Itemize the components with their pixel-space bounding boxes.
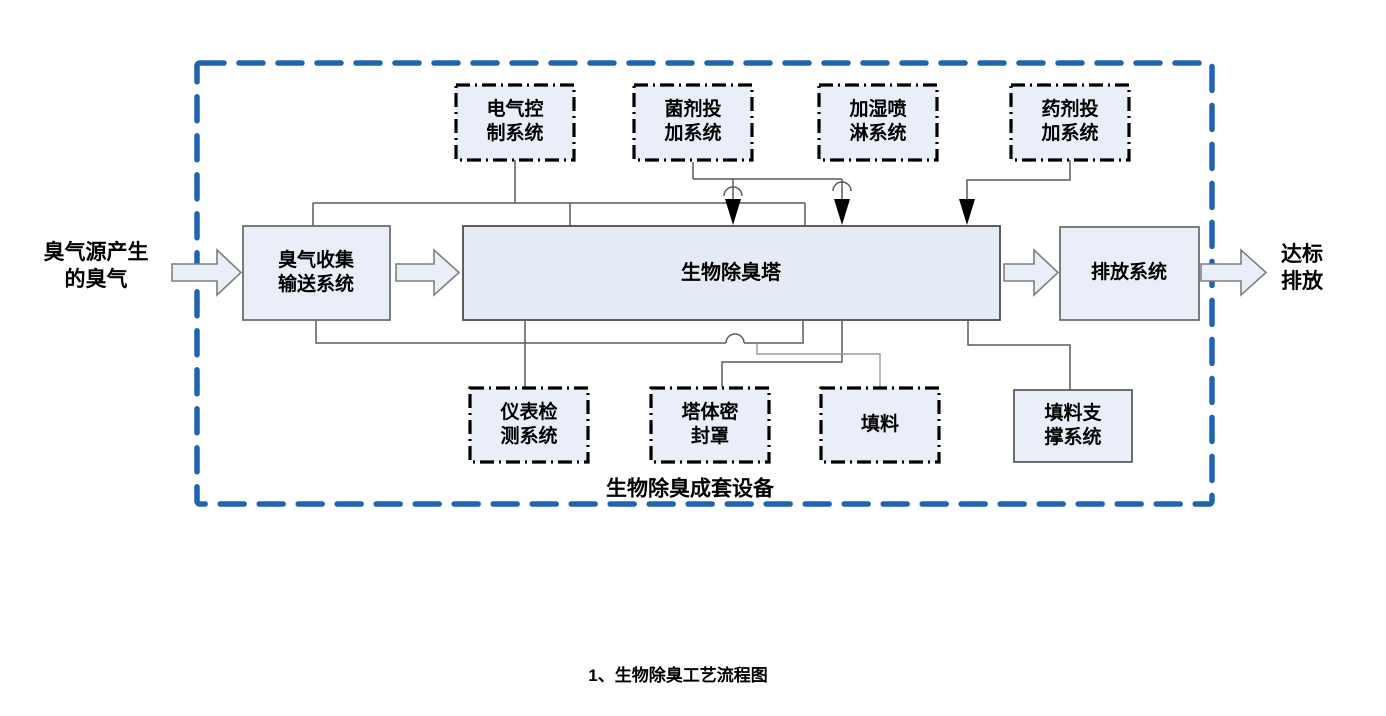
flow-arrow-collection-to-tower [395,248,461,297]
node-bio-tower-box [462,225,1001,321]
node-packing-support-box [1013,389,1133,463]
node-chemical-dosing-box [1009,83,1131,162]
solid-nodes [242,225,1200,463]
flow-arrow-outlet [1200,248,1268,297]
wire-packing [756,343,881,387]
connector-lines [312,160,1071,390]
wire-seal-cover [721,321,843,387]
node-odor-collection-box [242,225,391,321]
node-packing-box [819,386,941,464]
wire-chemical-feed [966,160,1071,200]
node-bacteria-dosing-box [632,83,754,162]
node-tower-seal-cover-box [649,386,771,464]
node-discharge-system-box [1059,226,1200,321]
flow-arrow-inlet [171,248,243,297]
dosing-arrowheads [725,199,975,225]
dosing-arrowhead-3 [959,199,975,225]
wire-dosing-header [692,162,842,180]
node-electrical-control-box [454,83,576,162]
line-jump-arc-2 [832,181,852,192]
node-instrument-detect-box [468,386,590,464]
dashed-nodes [454,83,1131,464]
dosing-arrowhead-2 [834,199,850,225]
wire-packing-support [967,321,1071,390]
dosing-arrowhead-1 [725,199,741,225]
node-humidify-spray-box [817,83,939,162]
equipment-boundary-dashed-border [194,60,1215,507]
flow-block-arrows [171,248,1268,297]
line-jump-arc-bottom [725,333,745,344]
flow-arrow-tower-to-discharge [1003,248,1060,297]
line-jump-arc-1 [723,186,743,197]
wire-bottom-link [315,321,804,344]
